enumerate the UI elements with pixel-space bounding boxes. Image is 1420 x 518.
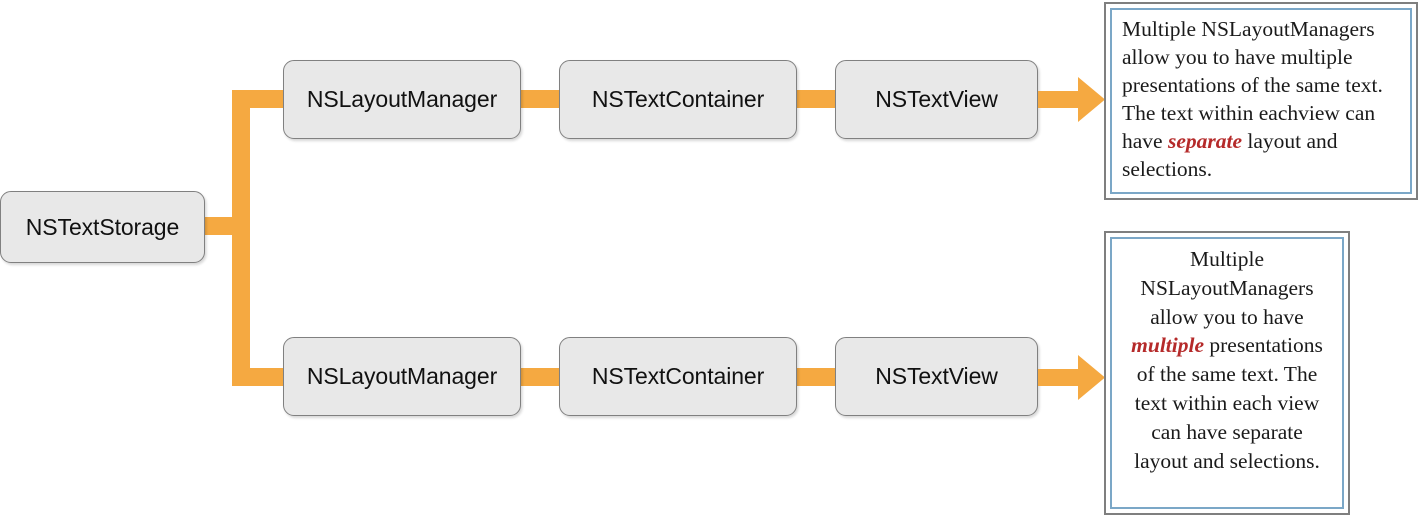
node-nstextstorage[interactable]: NSTextStorage [0, 191, 205, 263]
sample-segment: presentations of the same text. The text… [1134, 333, 1323, 473]
node-label: NSLayoutManager [306, 363, 498, 389]
connector-top-tc-to-tv [794, 90, 840, 108]
textbox-top-content: Multiple NSLayoutManagers allow you to h… [1110, 8, 1412, 194]
textbox-top-sample[interactable]: Multiple NSLayoutManagers allow you to h… [1104, 2, 1418, 200]
node-top-nstextview[interactable]: NSTextView [835, 60, 1038, 139]
node-bottom-nstextview[interactable]: NSTextView [835, 337, 1038, 416]
connector-spine-to-top-row [232, 90, 292, 108]
node-label: NSTextContainer [591, 363, 765, 389]
arrow-bottom-to-textbox [1038, 354, 1106, 401]
node-label: NSTextStorage [25, 213, 180, 240]
node-top-nslayoutmanager[interactable]: NSLayoutManager [283, 60, 521, 139]
connector-top-lm-to-tc [518, 90, 564, 108]
textbox-bottom-content: Multiple NSLayoutManagers allow you to h… [1110, 237, 1344, 509]
arrow-top-to-textbox [1038, 76, 1106, 123]
node-label: NSTextView [875, 363, 998, 389]
sample-segment: Multiple NSLayoutManagers allow you to h… [1122, 17, 1383, 153]
connector-bottom-tc-to-tv [794, 368, 840, 386]
node-label: NSLayoutManager [306, 86, 498, 112]
sample-segment-accent: multiple [1131, 333, 1205, 358]
node-top-nstextcontainer[interactable]: NSTextContainer [559, 60, 797, 139]
sample-segment-accent: separate [1167, 128, 1243, 153]
node-label: NSTextContainer [591, 86, 765, 112]
node-label: NSTextView [875, 86, 998, 112]
node-bottom-nslayoutmanager[interactable]: NSLayoutManager [283, 337, 521, 416]
textbox-bottom-sample[interactable]: Multiple NSLayoutManagers allow you to h… [1104, 231, 1350, 515]
sample-segment: Multiple NSLayoutManagers allow you to h… [1140, 247, 1314, 329]
connector-spine-to-bottom-row [232, 368, 292, 386]
node-bottom-nstextcontainer[interactable]: NSTextContainer [559, 337, 797, 416]
connector-bottom-lm-to-tc [518, 368, 564, 386]
sample-segment: layout and selections. [1122, 128, 1338, 181]
connector-vertical-spine [232, 90, 250, 386]
